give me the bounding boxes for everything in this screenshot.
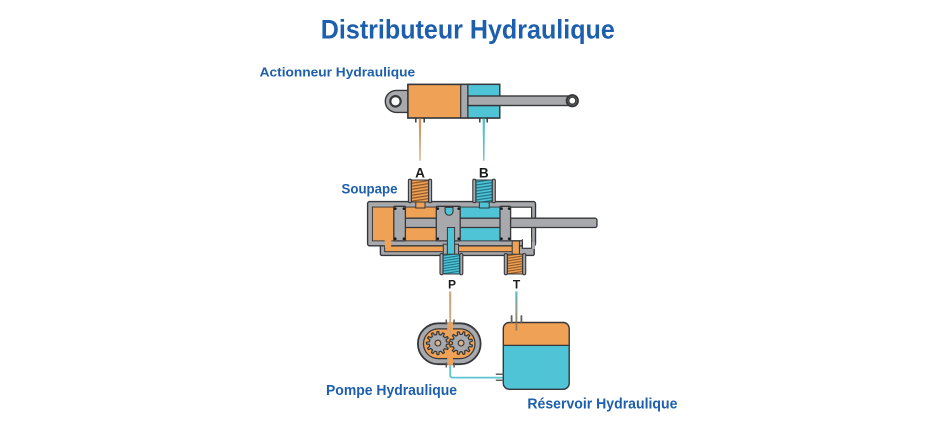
- svg-text:A: A: [415, 166, 425, 181]
- svg-text:P: P: [448, 278, 456, 292]
- svg-text:B: B: [479, 166, 489, 181]
- svg-text:Pompe Hydraulique: Pompe Hydraulique: [326, 383, 457, 399]
- svg-text:Distributeur Hydraulique: Distributeur Hydraulique: [321, 14, 615, 44]
- svg-text:T: T: [513, 278, 521, 292]
- svg-text:Soupape: Soupape: [342, 182, 398, 198]
- svg-text:Réservoir Hydraulique: Réservoir Hydraulique: [527, 395, 677, 412]
- svg-text:Actionneur Hydraulique: Actionneur Hydraulique: [260, 64, 416, 79]
